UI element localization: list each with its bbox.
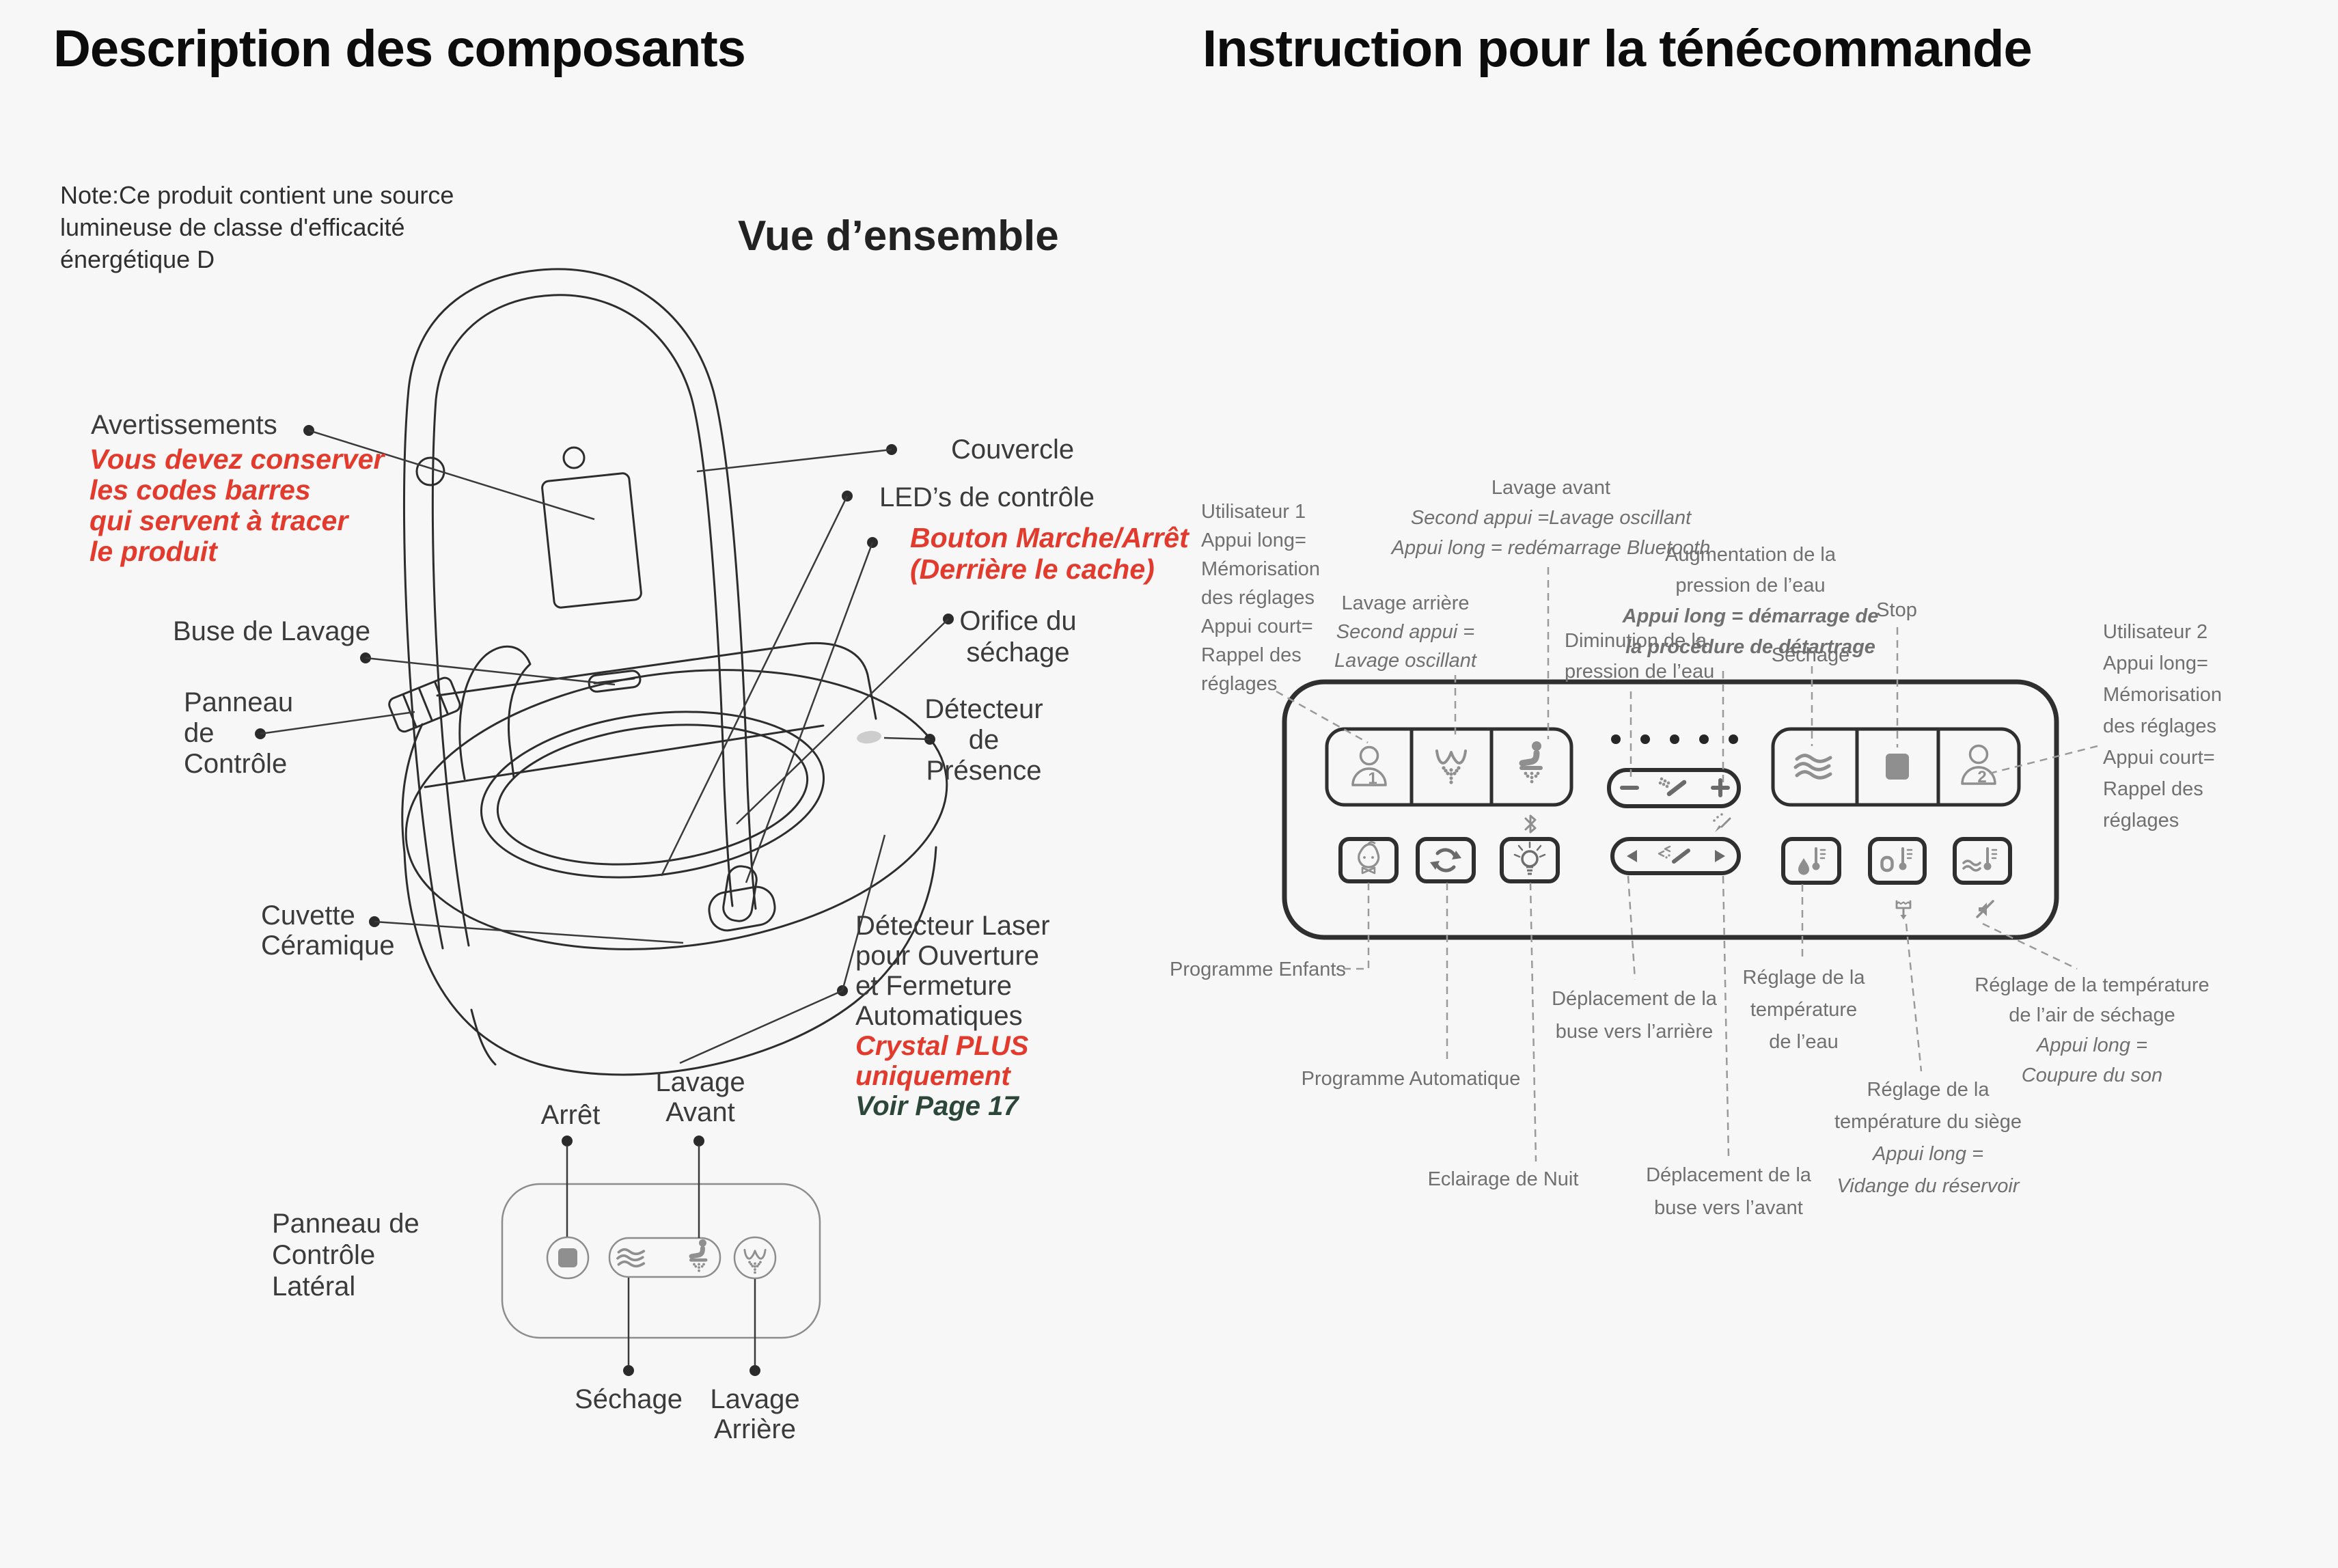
label-avertissements: Avertissements: [91, 410, 277, 440]
left-page-title: Description des composants: [53, 20, 746, 78]
nozzle-front-arrow-icon: [1715, 850, 1725, 862]
stop-icon: [1886, 754, 1909, 780]
presence-sensor: [857, 730, 881, 744]
toilet-illustration: [388, 268, 948, 1076]
label-sechage-panel: Séchage: [575, 1384, 683, 1414]
stop-icon: [558, 1248, 577, 1267]
rear-wash-icon: [743, 1248, 767, 1275]
auto-program-button: [1416, 837, 1476, 883]
label-programme-enfants: Programme Enfants: [1170, 959, 1346, 980]
label-buse-lavage: Buse de Lavage: [173, 616, 371, 646]
user-1-digit: 1: [1368, 769, 1377, 788]
label-eclairage-nuit: Eclairage de Nuit: [1427, 1168, 1579, 1190]
label-couvercle: Couvercle: [951, 435, 1075, 465]
user-2-digit: 2: [1977, 768, 1986, 786]
remote-body: [1282, 679, 2059, 940]
remote-group-left: [1325, 727, 1573, 807]
label-arret: Arrêt: [540, 1100, 601, 1130]
pressure-plus-icon: [1711, 778, 1730, 797]
right-page-title: Instruction pour la ténécommande: [1202, 20, 2033, 78]
night-light-button: [1500, 837, 1560, 883]
label-bouton-marche-arret: Bouton Marche/Arrêt(Derrière le cache): [910, 522, 1189, 585]
label-programme-automatique: Programme Automatique: [1301, 1068, 1521, 1090]
label-lavage-avant-remote: Lavage avant Second appui =Lavage oscill…: [1391, 477, 1711, 559]
label-lavage-arriere-remote: Lavage arrière Second appui = Lavage osc…: [1334, 592, 1476, 672]
air-temp-button: [1953, 837, 2012, 885]
side-pill-button: [608, 1237, 721, 1278]
dryer-icon: [616, 1248, 646, 1268]
left-leader-lines: [255, 425, 954, 1064]
kids-program-button: [1338, 837, 1399, 883]
side-stop-button: [546, 1236, 590, 1280]
seat-temp-button: [1868, 837, 1927, 885]
nozzle-position-pill: [1610, 837, 1741, 875]
nozzle-back-arrow-icon: [1627, 850, 1637, 862]
remote-leader-lines: [1276, 567, 2098, 1162]
water-temp-button: [1781, 837, 1841, 885]
label-stop: Stop: [1876, 599, 1917, 621]
front-wash-icon: [691, 1239, 706, 1272]
led-indicator-dots: [1611, 734, 1738, 744]
side-control-panel: [501, 1136, 821, 1376]
remote-control: 1 2: [1282, 679, 2059, 940]
label-augmentation-pression: Augmentation de la pression de l’eau App…: [1622, 544, 1879, 658]
label-sechage-remote: Séchage: [1771, 644, 1850, 666]
side-rear-wash-button: [733, 1236, 777, 1280]
overview-title: Vue d’ensemble: [738, 212, 1059, 260]
label-leds: LED’s de contrôle: [879, 482, 1095, 512]
